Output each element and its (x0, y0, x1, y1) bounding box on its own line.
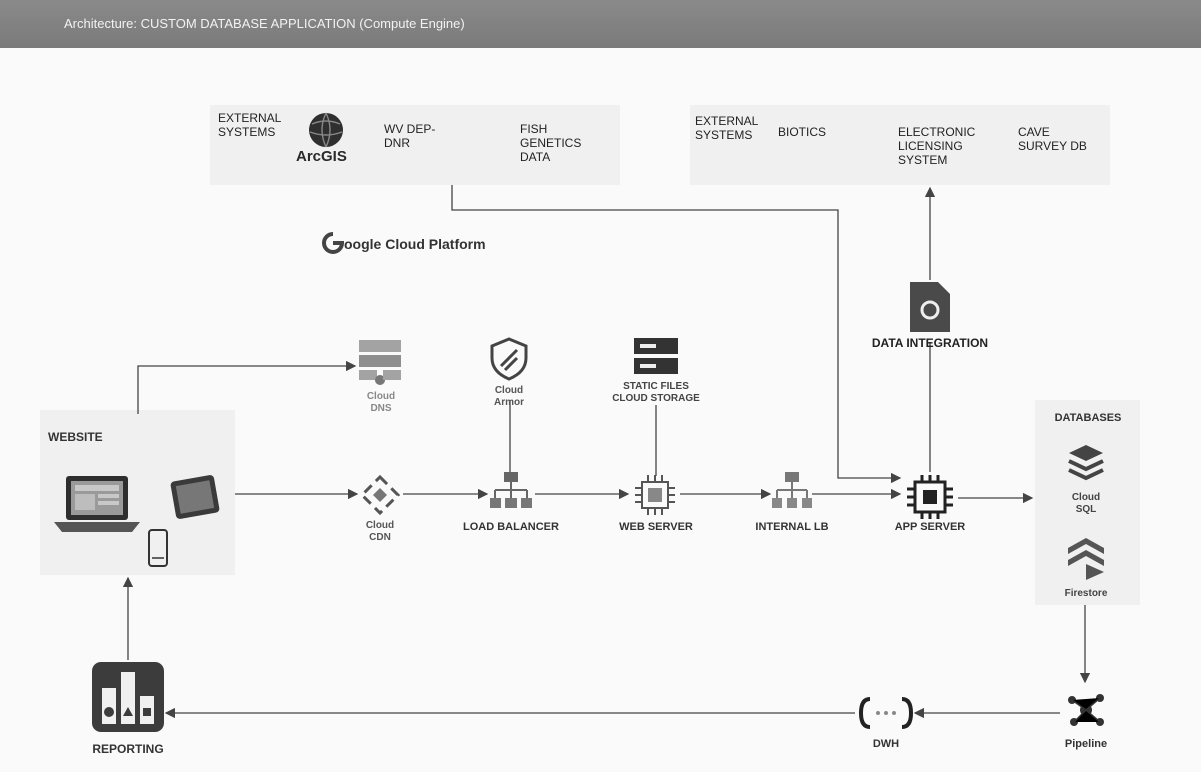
pipeline-icon (1064, 688, 1108, 732)
dwh-bigquery-icon (858, 696, 914, 730)
website-label: WEBSITE (48, 430, 103, 444)
firestore-label: Firestore (1052, 588, 1120, 600)
app-server-chip-icon (904, 472, 956, 522)
fish-genetics-label: FISH GENETICS DATA (520, 122, 581, 164)
reporting-label: REPORTING (78, 742, 178, 756)
reporting-chart-icon (90, 660, 166, 734)
external-systems-label-1: EXTERNAL SYSTEMS (218, 111, 281, 139)
pipeline-label: Pipeline (1046, 738, 1126, 750)
web-server-label: WEB SERVER (606, 521, 706, 533)
electronic-licensing-label: ELECTRONIC LICENSING SYSTEM (898, 125, 975, 167)
globe-icon (306, 110, 346, 150)
data-integration-icon (908, 280, 952, 334)
load-balancer-label: LOAD BALANCER (446, 521, 576, 533)
firestore-icon (1064, 532, 1108, 582)
google-cloud-logo-icon (322, 232, 344, 254)
arrow-wvdnr-to-app (452, 185, 900, 478)
shield-icon (486, 336, 532, 382)
internal-lb-icon (772, 470, 812, 514)
data-integration-label: DATA INTEGRATION (860, 336, 1000, 350)
cloud-dns-icon (357, 338, 403, 388)
mobile-phone-icon (147, 528, 169, 568)
internal-lb-label: INTERNAL LB (742, 521, 842, 533)
web-server-chip-icon (632, 472, 678, 518)
cloud-armor-label: Cloud Armor (484, 385, 534, 409)
static-files-label: STATIC FILES CLOUD STORAGE (596, 381, 716, 405)
dwh-label: DWH (846, 738, 926, 750)
cloud-storage-icon (632, 336, 680, 378)
gcp-label: oogle Cloud Platform (344, 236, 486, 252)
arcgis-label: ArcGIS (296, 148, 347, 165)
app-server-label: APP SERVER (880, 521, 980, 533)
arrow-website-to-dns (138, 366, 355, 414)
cloud-sql-icon (1066, 442, 1106, 488)
biotics-label: BIOTICS (778, 125, 826, 139)
wv-dep-dnr-label: WV DEP- DNR (384, 122, 435, 150)
cloud-dns-label: Cloud DNS (355, 391, 407, 415)
cloud-sql-label: Cloud SQL (1060, 492, 1112, 516)
cave-survey-label: CAVE SURVEY DB (1018, 125, 1087, 153)
cloud-cdn-icon (359, 474, 401, 516)
load-balancer-icon (489, 470, 533, 514)
tablet-icon (170, 472, 220, 522)
external-systems-label-2: EXTERNAL SYSTEMS (695, 114, 758, 142)
laptop-icon (48, 470, 148, 540)
cloud-cdn-label: Cloud CDN (355, 520, 405, 544)
databases-label: DATABASES (1040, 412, 1136, 424)
